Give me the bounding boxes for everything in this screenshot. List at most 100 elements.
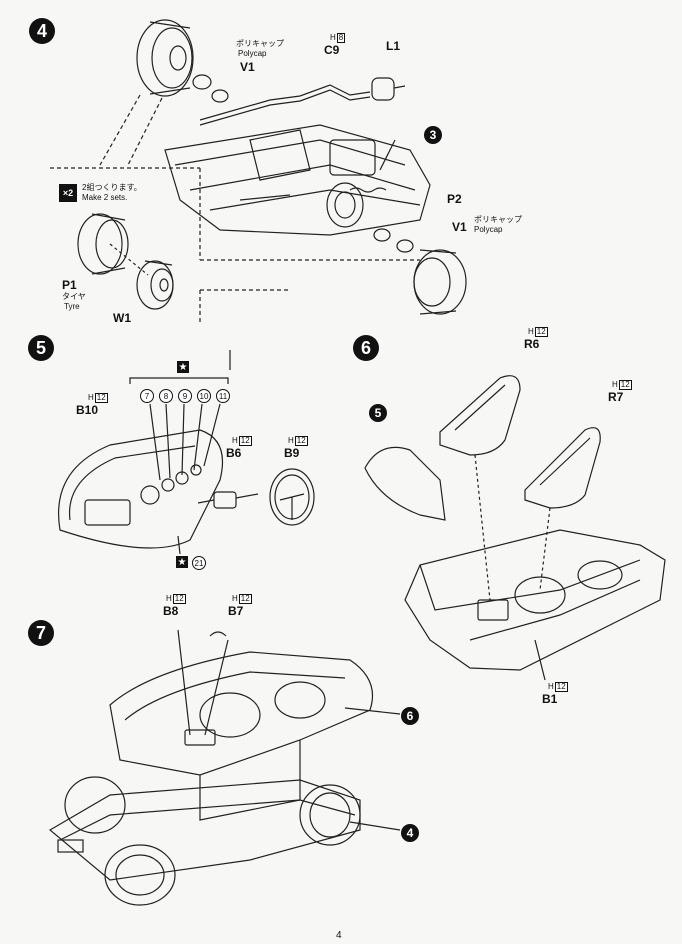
tyre-p1-illustration [77,213,129,275]
ref-step-6-number: 6 [406,709,414,723]
part-b8-label: B8 [163,604,179,618]
part-l1-label: L1 [386,39,401,53]
step-5-number: 5 [35,337,46,358]
polycap-en-label: Polycap [238,49,267,58]
runner-number: 12 [618,380,632,390]
runner-number: 12 [294,436,308,446]
polycap-2 [211,89,229,103]
seat-r6-illustration [439,375,521,456]
wheels-step7-illustration [64,776,361,906]
part-b6-label: B6 [226,446,242,460]
runner-letter: H [232,594,238,603]
spring-p2 [349,187,387,193]
runner-letter: H [288,436,294,445]
polycap-1 [192,74,212,90]
ref-step-6: 6 [401,707,419,725]
part-c9-label: C9 [324,43,340,57]
decal-10-number: 10 [199,391,209,401]
runner-number: 12 [238,436,252,446]
runner-number: 12 [554,682,568,692]
decal-star-glyph-2: ★ [177,556,187,568]
steering-column-b6 [197,491,259,509]
part-b9-label: B9 [284,446,300,460]
chassis-illustration [164,124,431,236]
ref-step-4: 4 [401,824,419,842]
part-r7-label: R7 [608,390,624,404]
runner-letter: H [330,33,336,42]
step-4-marker: 4 [29,18,55,44]
tyre-en-label: Tyre [64,302,80,311]
rear-wheel-illustration [413,249,467,315]
decal-8-number: 8 [163,391,169,401]
polycap-4 [396,239,414,253]
part-b1-label: B1 [542,692,558,706]
part-p2-label: P2 [447,192,462,206]
runner-letter: H [528,327,534,336]
step-6-marker: 6 [353,335,379,361]
runner-number: 12 [94,393,108,403]
decal-star-icon: ★ [177,361,189,373]
decal-7: 7 [140,389,154,403]
exhaust-pipe-c9 [199,84,371,121]
part-b7-label: B7 [228,604,244,618]
steering-wheel-b9 [269,468,315,526]
step-5-marker: 5 [28,335,54,361]
part-b10-label: B10 [76,403,99,417]
runner-letter: H [232,436,238,445]
runner-number: 12 [238,594,252,604]
guide-lines-step4 [50,94,420,325]
step-7-number: 7 [35,622,46,643]
gauge-guide-lines [129,377,229,481]
polycap-jp-label: ポリキャップ [236,39,284,48]
times-two-text: ×2 [62,188,74,198]
ref-step-3-number: 3 [429,128,437,142]
decal-10: 10 [197,389,211,403]
decal-9-number: 9 [182,391,188,401]
chassis-step7-illustration [48,779,361,881]
interior-tub-b1-illustration [404,529,666,671]
runner-number: 12 [534,327,548,337]
dashboard-b10-illustration [58,429,224,549]
decal-11-number: 11 [218,391,228,401]
ref-step-5: 5 [369,404,387,422]
runner-letter: H [88,393,94,402]
part-w1-label: W1 [113,311,131,325]
part-p1-label: P1 [62,278,77,292]
assembled-body-illustration [109,651,374,821]
runner-letter: H [548,682,554,691]
decal-8: 8 [159,389,173,403]
decal-9: 9 [178,389,192,403]
polycap-en-rear-label: Polycap [474,225,503,234]
page-number: 4 [336,930,342,941]
step-4-number: 4 [36,20,47,41]
runner-number: 12 [172,594,186,604]
ref-step-5-number: 5 [374,406,382,420]
ref-step-3: 3 [424,126,442,144]
dashboard-part-5-illustration [364,446,446,521]
decal-7-number: 7 [144,391,150,401]
seat-r7-illustration [524,427,601,509]
decal-star-icon-2: ★ [176,556,188,568]
decal-21: 21 [192,556,206,570]
make-two-sets-jp: 2組つくります。 [82,183,142,192]
tyre-jp-label: タイヤ [62,292,86,301]
decal-11: 11 [216,389,230,403]
part-v1-rear-label: V1 [452,220,467,234]
runner-letter: H [612,380,618,389]
runner-letter: H [166,594,172,603]
step-6-number: 6 [360,337,371,358]
wheel-w1-illustration [136,260,174,310]
decal-21-number: 21 [194,558,204,568]
polycap-jp-rear-label: ポリキャップ [474,215,522,224]
front-wheel-illustration [136,19,194,97]
part-v1-label: V1 [240,60,255,74]
